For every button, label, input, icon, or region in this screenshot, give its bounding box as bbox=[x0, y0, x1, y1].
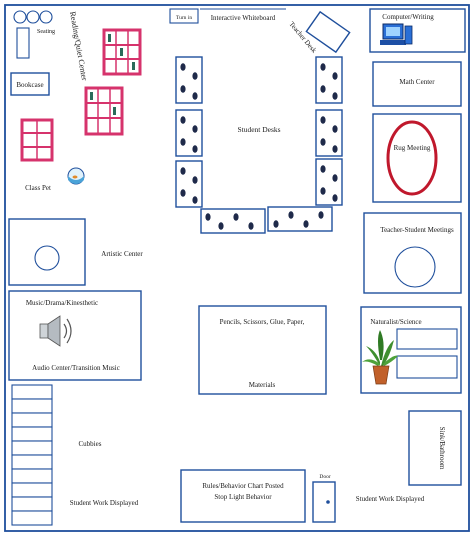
desk-pair bbox=[175, 109, 203, 157]
rules-line2-label: Stop Light Behavior bbox=[214, 493, 272, 501]
rules-line1-label: Rules/Behavior Chart Posted bbox=[202, 482, 284, 490]
cubby bbox=[11, 384, 53, 400]
cubby bbox=[11, 440, 53, 456]
seating-area: Seating bbox=[13, 10, 55, 59]
cubby bbox=[11, 468, 53, 484]
desk-pair bbox=[175, 56, 203, 104]
artistic-center-circle bbox=[34, 245, 60, 271]
computer-writing-label: Computer/Writing bbox=[382, 13, 434, 21]
sink-bathroom-label: Sink/Bathroom bbox=[438, 427, 446, 470]
fishbowl-icon bbox=[67, 167, 85, 185]
music-audio-center bbox=[8, 290, 142, 381]
bookcase-label: Bookcase bbox=[16, 81, 43, 89]
cubby bbox=[11, 482, 53, 498]
student-desks-label: Student Desks bbox=[237, 125, 280, 134]
cubbies bbox=[11, 384, 53, 526]
rug-meeting-area bbox=[372, 113, 462, 203]
meeting-table bbox=[394, 246, 436, 288]
seating-stool bbox=[26, 10, 40, 24]
cubby bbox=[11, 454, 53, 470]
computer-icon bbox=[380, 23, 413, 45]
desk-row bbox=[200, 208, 266, 234]
speaker-icon bbox=[39, 315, 72, 347]
desk-pair bbox=[315, 56, 343, 104]
artistic-center-label: Artistic Center bbox=[101, 250, 143, 258]
door-label: Door bbox=[319, 474, 330, 480]
door-knob bbox=[326, 500, 330, 504]
cubby bbox=[11, 412, 53, 428]
class-pet-shelf bbox=[20, 118, 54, 162]
reading-shelf-middle bbox=[84, 86, 124, 136]
cubby bbox=[11, 510, 53, 526]
desk-pair bbox=[315, 109, 343, 157]
sink-bathroom bbox=[408, 410, 462, 486]
student-work-right-label: Student Work Displayed bbox=[356, 495, 425, 503]
desk-row bbox=[267, 206, 333, 232]
student-work-left-label: Student Work Displayed bbox=[70, 499, 139, 507]
rug-meeting-label: Rug Meeting bbox=[394, 144, 431, 152]
supplies-materials-table bbox=[198, 305, 327, 395]
student-desks bbox=[175, 56, 343, 234]
cubbies-label: Cubbies bbox=[79, 440, 102, 448]
science-shelf-top bbox=[396, 328, 458, 350]
cubby bbox=[11, 426, 53, 442]
cubby bbox=[11, 496, 53, 512]
seating-stool bbox=[13, 10, 27, 24]
interactive-whiteboard-label: Interactive Whiteboard bbox=[211, 14, 276, 22]
cubby bbox=[11, 398, 53, 414]
desk-pair bbox=[175, 160, 203, 208]
seating-stool bbox=[39, 10, 53, 24]
music-drama-kinesthetic-label: Music/Drama/Kinesthetic bbox=[26, 299, 98, 307]
meeting-rug bbox=[386, 120, 438, 196]
math-center-label: Math Center bbox=[399, 78, 435, 86]
math-center bbox=[372, 61, 462, 107]
door bbox=[312, 481, 336, 523]
supplies-label: Pencils, Scissors, Glue, Paper, bbox=[220, 318, 305, 326]
reading-shelf-top bbox=[102, 28, 142, 76]
turn-in-tray bbox=[169, 8, 199, 24]
seating-bench bbox=[16, 27, 30, 59]
materials-label: Materials bbox=[249, 381, 276, 389]
plant-icon bbox=[362, 330, 398, 385]
audio-center-label: Audio Center/Transition Music bbox=[32, 364, 120, 372]
class-pet-label: Class Pet bbox=[25, 184, 51, 192]
turn-in-label: Turn in bbox=[176, 15, 192, 21]
seating-label: Seating bbox=[37, 29, 55, 35]
bookcase bbox=[10, 72, 50, 96]
science-shelf-bottom bbox=[396, 355, 458, 379]
desk-pair bbox=[315, 158, 343, 206]
teacher-desk bbox=[305, 10, 351, 54]
rules-behavior-chart bbox=[180, 469, 306, 523]
teacher-student-meetings-label: Teacher-Student Meetings bbox=[380, 226, 454, 234]
naturalist-science-label: Naturalist/Science bbox=[370, 318, 421, 326]
